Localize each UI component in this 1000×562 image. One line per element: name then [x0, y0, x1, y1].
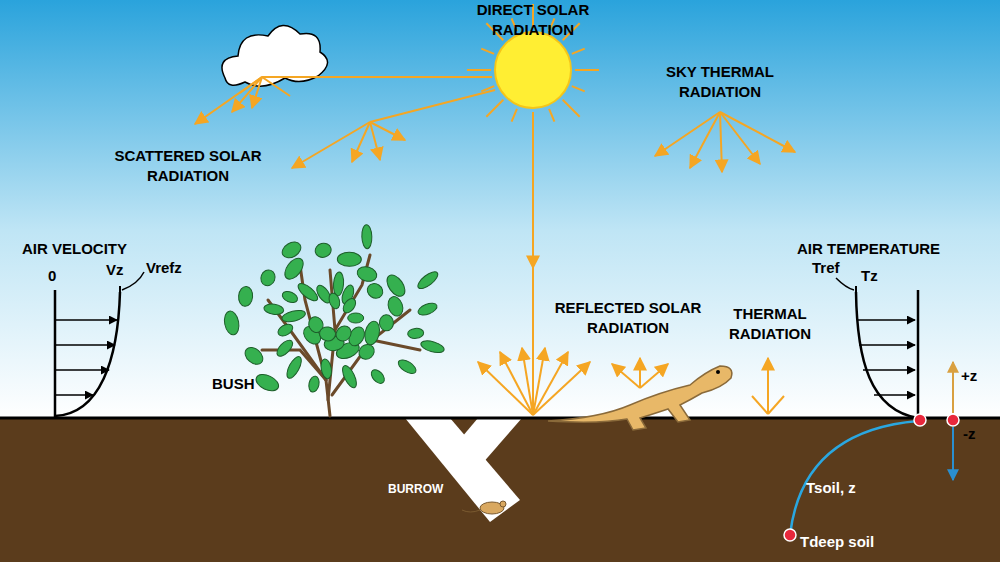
soil-temperature-profile: [784, 362, 959, 541]
sun-ray: [549, 109, 554, 122]
bush-leaf: [307, 375, 320, 393]
sun-ray: [467, 69, 491, 71]
title-label: SCATTERED SOLAR RADIATION: [103, 146, 273, 187]
air-temperature-profile: [836, 278, 918, 418]
bush-leaf: [333, 272, 345, 297]
bush-leaf: [383, 272, 408, 300]
bush-leaf: [281, 308, 307, 324]
sun-ray: [481, 86, 494, 91]
bush-leaf: [420, 339, 446, 355]
bush-leaf: [355, 264, 378, 283]
ground-line: [0, 417, 1000, 420]
bush-leaf: [276, 322, 295, 339]
bush-leaf: [337, 252, 361, 266]
part-name: BURROW: [388, 481, 443, 497]
sun-ray: [512, 109, 517, 122]
axis-value: 0: [48, 266, 56, 286]
bush-leaf: [416, 301, 438, 318]
bush-leaf: [348, 313, 364, 323]
bush-leaf: [284, 354, 304, 380]
bush-leaf: [274, 338, 295, 359]
bush-leaf: [407, 328, 424, 340]
axis-value: Tref: [812, 258, 840, 278]
axis-value: Tz: [861, 266, 878, 286]
air-velocity-profile: [55, 272, 144, 418]
burrow: [405, 418, 522, 522]
bush-leaf: [415, 269, 440, 292]
axis-value: Vrefz: [146, 258, 182, 278]
bush-leaf: [386, 295, 406, 318]
sun-ray: [575, 69, 599, 71]
bush: [223, 224, 446, 416]
sun-ray: [532, 112, 534, 136]
soil-label: Tdeep soil: [800, 532, 874, 552]
soil-label: Tsoil, z: [806, 478, 856, 498]
radiation-label: REFLECTED SOLAR RADIATION: [543, 298, 713, 339]
bush-leaf: [263, 303, 284, 316]
bush-leaf: [320, 358, 333, 379]
radiation-rays: [195, 77, 795, 415]
bush-leaf: [379, 314, 394, 331]
bush-leaf: [281, 289, 300, 305]
sun-ray: [563, 100, 580, 117]
bush-leaf: [314, 241, 333, 259]
sun-ray: [486, 100, 503, 117]
bush-leaf: [341, 296, 358, 315]
axis-direction: -z: [963, 424, 976, 444]
bush-leaf: [340, 364, 360, 390]
soil: [0, 419, 1000, 562]
sun-ray: [481, 49, 494, 54]
bush-leaf: [361, 224, 372, 248]
axis-title: AIR TEMPERATURE: [797, 239, 940, 259]
bush-leaf: [259, 268, 278, 288]
bush-leaf: [281, 255, 307, 283]
bush-leaf: [364, 281, 385, 301]
bush-leaf: [319, 326, 337, 342]
bush-leaf: [396, 357, 418, 376]
bush-leaf: [327, 292, 341, 310]
bush-leaf: [369, 367, 387, 386]
bush-leaf: [295, 281, 320, 304]
bush-leaf: [223, 310, 241, 336]
bush-leaf: [238, 286, 254, 307]
sun-ray: [572, 49, 585, 54]
axis-title: AIR VELOCITY: [22, 239, 127, 259]
bush-leaf: [363, 320, 382, 347]
sky: [0, 0, 1000, 419]
axis-direction: +z: [961, 366, 977, 386]
title-label: DIRECT SOLAR RADIATION: [448, 0, 618, 41]
bush-leaf: [333, 323, 354, 344]
part-name: BUSH: [212, 374, 255, 394]
title-label: SKY THERMAL RADIATION: [645, 62, 795, 103]
bush-leaf: [242, 344, 266, 368]
bush-leaf: [279, 239, 303, 261]
radiation-label: THERMAL RADIATION: [715, 304, 825, 345]
bush-leaf: [253, 371, 281, 394]
lizard: [548, 366, 732, 430]
axis-value: Vz: [106, 260, 124, 280]
sun-ray: [572, 86, 585, 91]
